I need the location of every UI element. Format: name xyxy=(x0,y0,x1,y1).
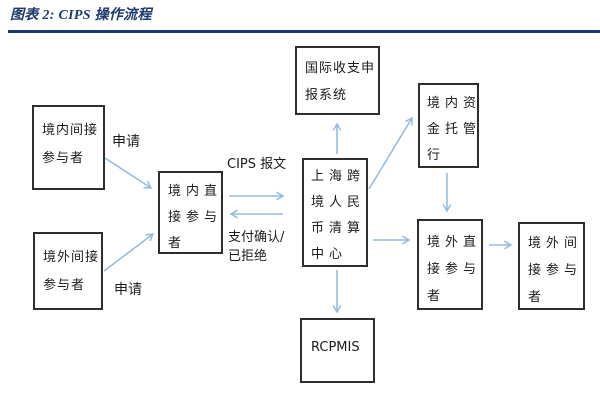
box-overseas-indirect-participant-right: 境外间 接参与 者 xyxy=(518,222,585,310)
box-text-line: 金托管 xyxy=(427,122,482,137)
box-shanghai-clearing-center: 上海跨 境人民 币清算 中心 xyxy=(302,158,368,267)
box-domestic-direct-participant: 境内直 接参与 者 xyxy=(158,171,223,254)
box-domestic-custodian-bank: 境内资 金托管 行 xyxy=(418,83,479,168)
box-overseas-indirect-participant-left: 境外间接 参与者 xyxy=(33,232,103,310)
box-text-line: 行 xyxy=(427,148,446,163)
arrow-clearing-center-to-custodian-bank xyxy=(368,116,413,190)
box-text-line: 参与者 xyxy=(43,278,86,293)
box-text-line: 参与者 xyxy=(42,151,85,166)
box-text-line: 中心 xyxy=(311,247,348,262)
box-text-line: 境外间接 xyxy=(43,250,100,265)
label-apply-top: 申请 xyxy=(112,134,140,150)
box-text-line: 者 xyxy=(427,289,446,304)
box-text-line: RCPMIS xyxy=(311,340,360,355)
label-payment-status-line: 支付确认/ xyxy=(228,230,285,245)
box-text-line: 报系统 xyxy=(305,88,348,103)
box-rcpmis: RCPMIS xyxy=(300,318,375,383)
box-text-line: 者 xyxy=(168,236,187,251)
box-text-line: 者 xyxy=(528,290,547,305)
box-text-line: 境内间接 xyxy=(42,123,99,138)
box-bop-reporting-system: 国际收支申 报系统 xyxy=(295,46,380,115)
label-apply-bottom: 申请 xyxy=(114,282,142,298)
arrow-overseas-indirect-to-domestic-direct xyxy=(103,233,155,272)
box-text-line: 接参与 xyxy=(427,262,482,277)
arrow-domestic-indirect-to-domestic-direct xyxy=(104,157,153,189)
box-text-line: 境内直 xyxy=(168,184,223,199)
box-text-line: 国际收支申 xyxy=(305,61,376,76)
label-payment-status-line: 已拒绝 xyxy=(228,249,268,264)
title-divider xyxy=(8,30,600,33)
box-text-line: 境人民 xyxy=(311,195,366,210)
label-cips-message: CIPS 报文 xyxy=(227,157,287,172)
box-text-line: 境内资 xyxy=(427,96,482,111)
figure-title: 图表 2: CIPS 操作流程 xyxy=(10,8,152,23)
box-text-line: 接参与 xyxy=(528,263,583,278)
box-text-line: 币清算 xyxy=(311,221,366,236)
box-text-line: 上海跨 xyxy=(311,169,366,184)
label-payment-status: 支付确认/ 已拒绝 xyxy=(228,228,284,266)
box-text-line: 接参与 xyxy=(168,210,223,225)
box-overseas-direct-participant: 境外直 接参与 者 xyxy=(417,219,483,310)
box-text-line: 境外间 xyxy=(528,236,583,251)
box-domestic-indirect-participant: 境内间接 参与者 xyxy=(32,105,105,190)
box-text-line: 境外直 xyxy=(427,235,482,250)
